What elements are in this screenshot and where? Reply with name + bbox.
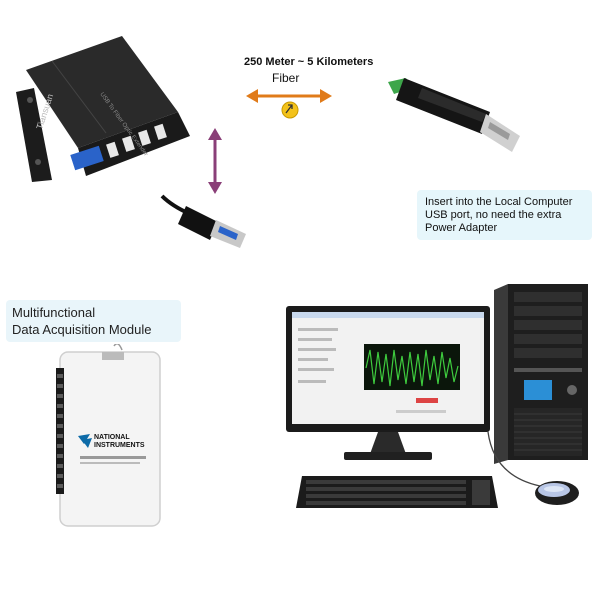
keyboard	[296, 476, 498, 508]
local-usb-note-line1: Insert into the Local Computer	[425, 196, 573, 208]
usb-link-arrow	[208, 128, 222, 194]
mouse	[535, 481, 579, 505]
ni-eagle-icon	[78, 434, 92, 448]
daq-note: Multifunctional Data Acquisition Module	[6, 300, 181, 342]
fiber-link-arrow	[246, 89, 332, 119]
mouse-cable	[487, 431, 541, 487]
local-usb-note-line3: Power Adapter	[425, 222, 498, 234]
ni-brand-line2: INSTRUMENTS	[94, 442, 145, 449]
fiber-badge-icon	[281, 101, 299, 119]
usb-fiber-extender: Tiansuan USB To Fiber Optic Extender	[16, 36, 190, 182]
daq-note-line1: Multifunctional	[12, 305, 96, 320]
daq-note-line2: Data Acquisition Module	[12, 322, 152, 337]
tower-display-panel	[524, 380, 552, 400]
ni-brand-line1: NATIONAL	[94, 434, 130, 441]
local-usb-note: Insert into the Local Computer USB port,…	[417, 190, 592, 240]
usb-cable	[160, 194, 246, 248]
distance-label: 250 Meter ~ 5 Kilometers	[244, 56, 374, 68]
computer-monitor	[286, 306, 490, 460]
daq-device: NATIONAL INSTRUMENTS	[56, 344, 161, 527]
fiber-label: Fiber	[272, 71, 300, 85]
computer-tower	[494, 284, 588, 464]
local-usb-note-line2: USB port, no need the extra	[425, 209, 562, 221]
usb-fiber-dongle	[388, 78, 520, 152]
